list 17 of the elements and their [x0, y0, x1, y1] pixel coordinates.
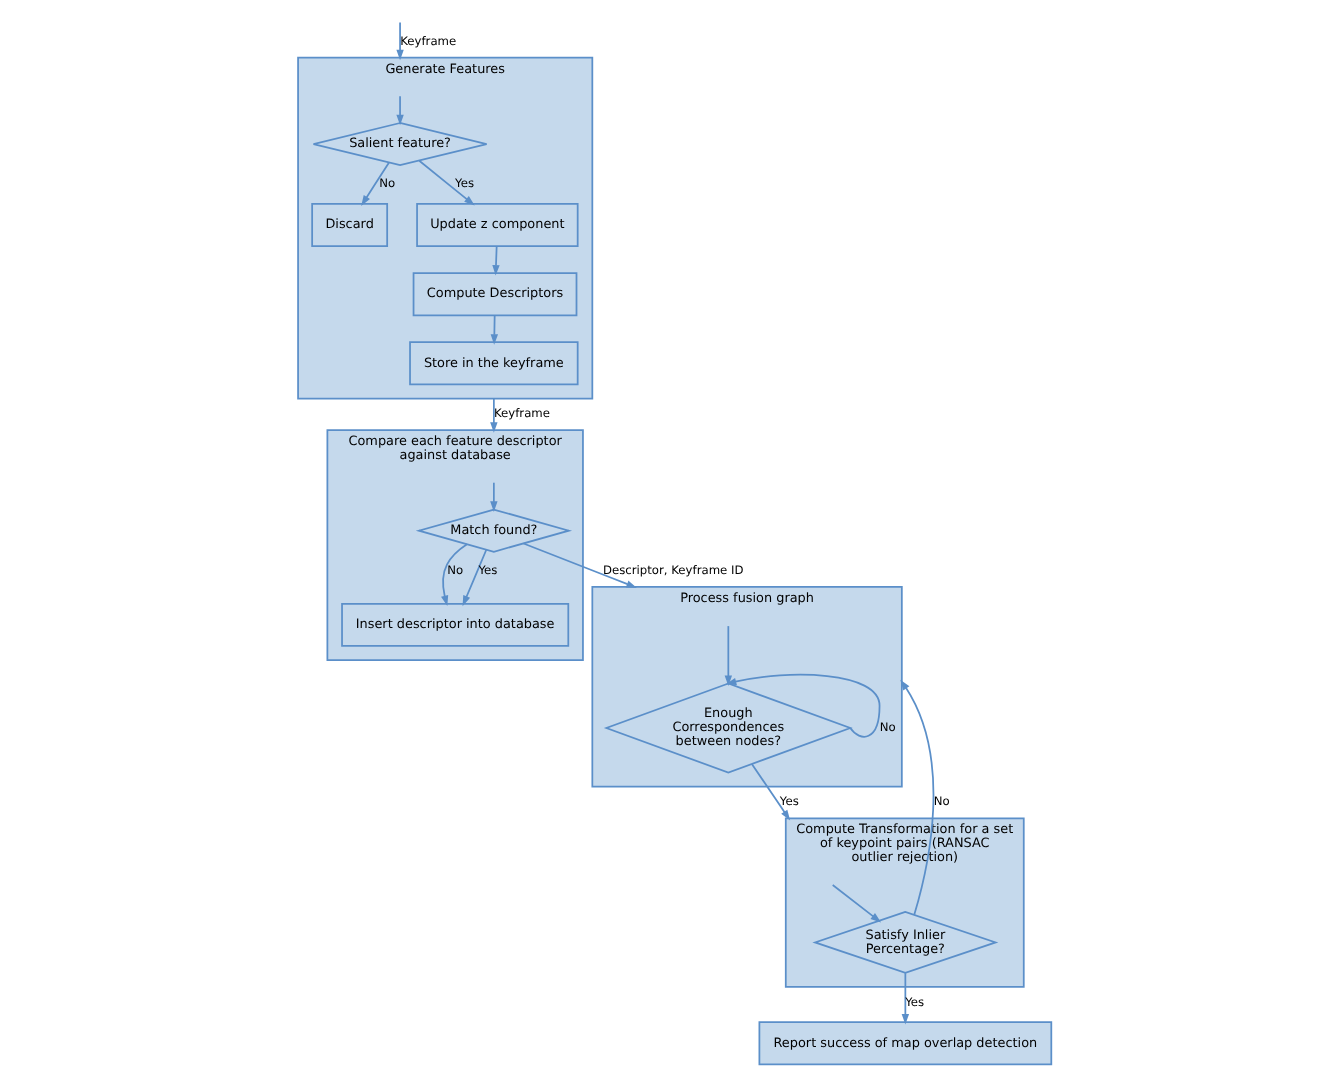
arrow — [492, 245, 500, 276]
arrow — [831, 884, 882, 923]
arrow — [361, 161, 390, 206]
arrow — [900, 679, 935, 916]
arrow — [490, 397, 498, 433]
arrow — [462, 549, 488, 607]
arrow — [396, 95, 404, 126]
arrow — [418, 159, 475, 206]
arrow — [441, 543, 468, 607]
arrow — [751, 763, 791, 821]
arrow — [725, 673, 881, 738]
arrow — [490, 481, 498, 512]
arrow — [901, 972, 910, 1025]
arrow — [522, 542, 637, 588]
arrow — [490, 314, 499, 345]
arrow — [396, 21, 404, 61]
arrow — [724, 625, 733, 687]
